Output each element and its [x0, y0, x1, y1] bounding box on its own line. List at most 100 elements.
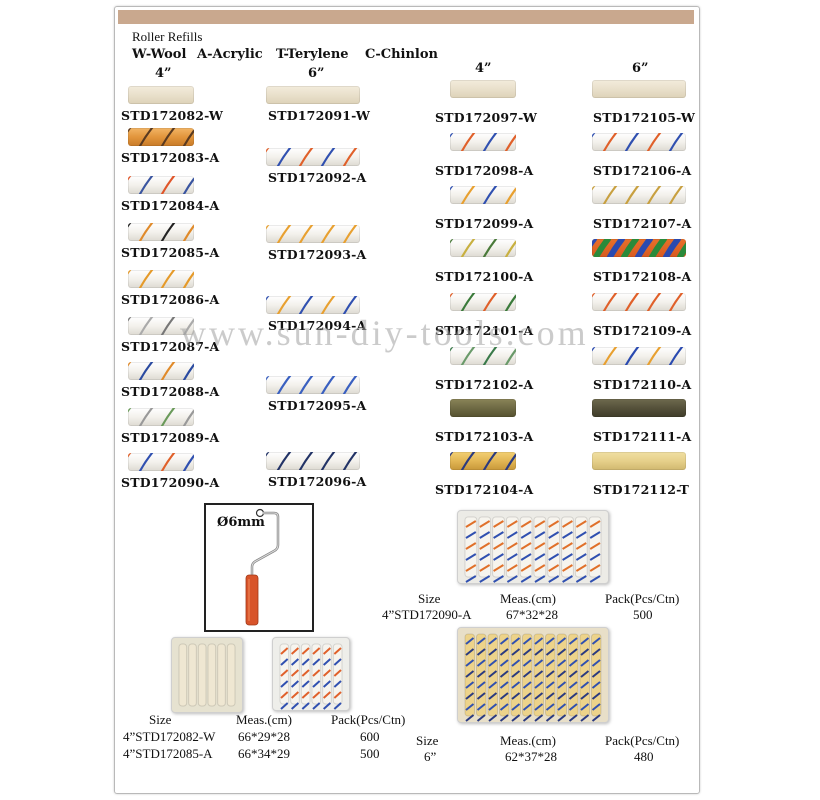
pack-roller-stripe: [545, 703, 555, 711]
product-code: STD172088-A: [121, 384, 220, 399]
pack-roller-stripe: [580, 703, 590, 711]
roller-image: [450, 347, 516, 365]
table-b-row2-meas: 66*34*29: [238, 746, 290, 761]
roller-stripe: [298, 296, 314, 314]
legend-chinlon: C-Chinlon: [365, 47, 438, 62]
roller-stripe: [646, 293, 662, 311]
pack-roller-stripe: [534, 520, 546, 528]
roller-stripe: [663, 239, 681, 257]
roller-stripe: [182, 453, 194, 471]
roller-stripe: [592, 293, 596, 298]
pack-roller-stripe: [562, 542, 573, 550]
roller-stripe: [635, 239, 653, 257]
pack-roller-stripe: [591, 637, 601, 645]
pack-roller-stripe: [312, 669, 321, 677]
pack-roller-stripe: [465, 648, 475, 656]
table-b-header-pack: Pack(Pcs/Ctn): [331, 712, 406, 727]
pack-roller-stripe: [493, 553, 504, 561]
pack-roller-stripe: [280, 680, 289, 688]
roller-stripe: [482, 293, 498, 311]
pack-roller-stripe: [280, 691, 289, 699]
pack-roller-stripe: [591, 714, 601, 722]
pack-roller-stripe: [312, 702, 321, 710]
pack-roller-stripe: [575, 542, 587, 550]
roller-stripe: [450, 133, 454, 138]
roller-stripe: [624, 186, 640, 204]
pack-roller-stripe: [589, 564, 601, 572]
pack-roller-stripe: [522, 648, 532, 656]
product-code: STD172085-A: [121, 245, 220, 260]
pack-roller-stripe: [522, 670, 532, 678]
roller-stripe: [266, 452, 270, 457]
roller-stripes: [450, 239, 516, 257]
roller-frame-icon: [245, 508, 280, 626]
pack-roller-stripe: [580, 648, 590, 656]
pack-roller-stripe: [557, 670, 567, 678]
roller-stripe: [504, 186, 516, 204]
table-b-header-size: Size: [149, 712, 172, 727]
roller-stripe: [320, 452, 336, 470]
roller-stripe: [592, 347, 596, 352]
pack-roller-stripe: [465, 670, 475, 678]
product-code: STD172104-A: [435, 482, 534, 497]
product-code: STD172086-A: [121, 292, 220, 307]
pack-roller-stripe: [488, 648, 498, 656]
pack-roller-stripe: [333, 669, 342, 677]
roller-stripe: [342, 296, 358, 314]
roller-stripes: [450, 186, 516, 204]
pack-roller-stripe: [499, 659, 509, 667]
table-a-header-pack: Pack(Pcs/Ctn): [605, 591, 680, 606]
pack-roller-stripe: [534, 659, 544, 667]
product-code: STD172103-A: [435, 429, 534, 444]
pack-roller-stripe: [591, 692, 601, 700]
pack-roller-stripe: [488, 714, 498, 722]
roller-stripe: [504, 133, 516, 151]
roller-stripe: [482, 186, 498, 204]
pack-roller-stripe: [548, 564, 560, 572]
page-frame: [114, 6, 700, 794]
pack-roller-stripe: [562, 575, 573, 583]
pack-roller-stripe: [479, 520, 491, 528]
pack-roller-stripe: [479, 564, 491, 572]
product-code: STD172083-A: [121, 150, 220, 165]
roller-stripes: [266, 225, 358, 243]
roller-image: [128, 270, 194, 288]
roller-stripe: [460, 293, 476, 311]
pack-roller-stripe: [506, 575, 518, 583]
pack-roller-stripe: [534, 714, 544, 722]
pack-roller-stripe: [545, 659, 555, 667]
roller-stripe: [298, 225, 314, 243]
roller-stripe: [624, 293, 640, 311]
roller-image: [592, 239, 686, 257]
product-code: STD172102-A: [435, 377, 534, 392]
roller-stripe: [342, 452, 358, 470]
table-c-header-meas: Meas.(cm): [500, 733, 556, 748]
pack-roller-stripe: [301, 658, 310, 666]
pack-roller-stripe: [548, 553, 560, 561]
roller-image: [128, 362, 194, 380]
pack-roller-stripe: [465, 564, 477, 572]
pack-roller-stripe: [506, 531, 518, 539]
pack-roller-stripe: [580, 637, 590, 645]
pack-roller: [197, 643, 207, 707]
size-header-col2: 6”: [308, 66, 325, 81]
roller-stripe: [646, 133, 662, 151]
size-header-col4: 6”: [632, 61, 649, 76]
product-code: STD172110-A: [593, 377, 692, 392]
pack-roller-stripe: [322, 658, 332, 666]
pack-roller-stripe: [479, 542, 491, 550]
table-b-row2-pack: 500: [360, 746, 380, 761]
roller-stripes: [592, 293, 684, 311]
table-c-meas: 62*37*28: [505, 749, 557, 764]
pack-roller-stripe: [493, 564, 504, 572]
pack-roller-stripe: [534, 553, 546, 561]
roller-stripe: [276, 225, 292, 243]
roller-stripe: [460, 239, 476, 257]
pack-roller-stripe: [522, 692, 532, 700]
roller-stripe: [482, 239, 498, 257]
roller-image: [450, 399, 516, 417]
roller-stripes: [266, 148, 358, 166]
roller-stripe: [450, 239, 454, 244]
roller-stripe: [128, 128, 132, 133]
roller-image: [266, 225, 360, 243]
